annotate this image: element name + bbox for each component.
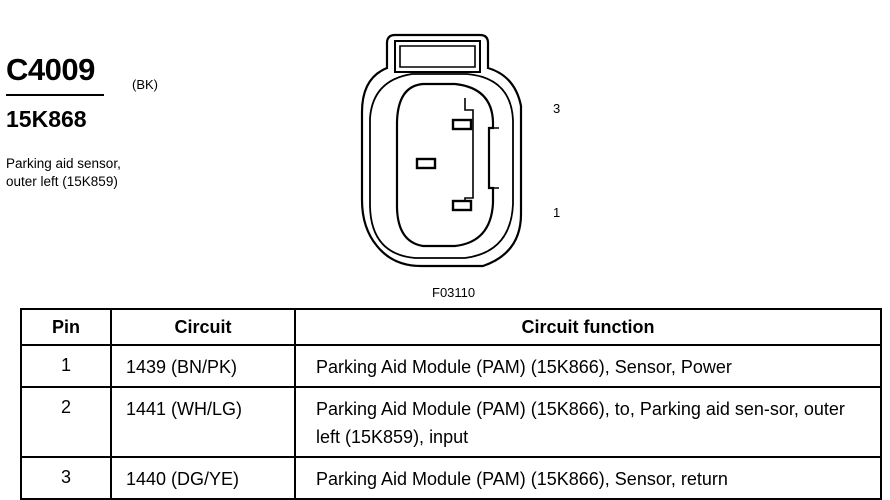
table-header-row: Pin Circuit Circuit function [20,308,882,346]
pin-cell: 1 [20,344,112,388]
circuit-cell: 1440 (DG/YE) [110,456,296,500]
function-cell: Parking Aid Module (PAM) (15K866), Senso… [294,344,882,388]
function-cell: Parking Aid Module (PAM) (15K866), to, P… [294,386,882,458]
circuit-cell: 1441 (WH/LG) [110,386,296,458]
header-circuit-function: Circuit function [294,308,882,346]
pin-number-label-3: 3 [553,101,561,116]
pin-cavity-3 [451,118,473,131]
description-line-2: outer left (15K859) [6,174,118,189]
figure-id: F03110 [432,285,476,300]
table-row: 2 1441 (WH/LG) Parking Aid Module (PAM) … [20,386,882,458]
header-pin: Pin [20,308,112,346]
connector-description: Parking aid sensor, outer left (15K859) [6,155,206,191]
table-row: 3 1440 (DG/YE) Parking Aid Module (PAM) … [20,456,882,500]
connector-id: C4009 [6,52,95,87]
part-number: 15K868 [6,106,87,132]
table-row: 1 1439 (BN/PK) Parking Aid Module (PAM) … [20,344,882,388]
pinout-table: Pin Circuit Circuit function 1 1439 (BN/… [20,308,882,500]
pin-cell: 2 [20,386,112,458]
pin-number-label-1: 1 [553,205,561,220]
connector-color: (BK) [132,77,158,92]
pin-cavity-1 [451,199,473,212]
connector-face-drawing [360,33,523,268]
function-cell: Parking Aid Module (PAM) (15K866), Senso… [294,456,882,500]
pin-cell: 3 [20,456,112,500]
header-circuit: Circuit [110,308,296,346]
description-line-1: Parking aid sensor, [6,156,121,171]
pin-cavity-2 [415,157,437,170]
heading-divider [6,94,104,96]
circuit-cell: 1439 (BN/PK) [110,344,296,388]
